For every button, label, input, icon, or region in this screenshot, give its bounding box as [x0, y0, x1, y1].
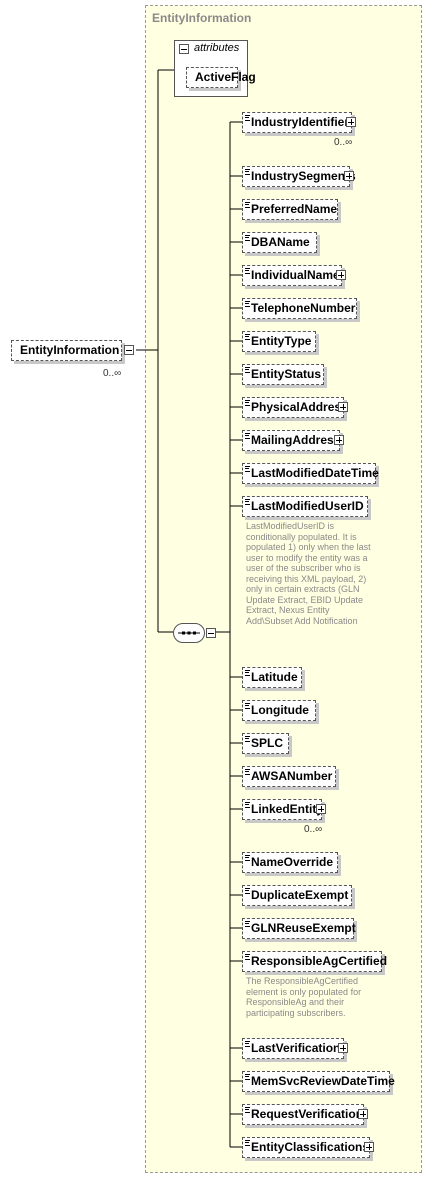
element-splc[interactable]: SPLC [242, 733, 289, 754]
element-label: RequestVerification [251, 1107, 364, 1121]
element-individualname[interactable]: IndividualName [242, 265, 342, 286]
element-responsibleagcertified[interactable]: ResponsibleAgCertified [242, 951, 387, 972]
attributes-title: attributes [194, 42, 240, 54]
element-entitytype[interactable]: EntityType [242, 331, 316, 352]
element-label: GLNReuseExempt [251, 921, 356, 935]
expand-icon[interactable] [358, 1109, 368, 1119]
element-marker-icon [245, 1140, 250, 1146]
collapse-icon[interactable] [206, 628, 216, 638]
element-marker-icon [245, 169, 250, 175]
element-marker-icon [245, 115, 250, 121]
expand-icon[interactable] [346, 117, 356, 127]
element-requestverification[interactable]: RequestVerification [242, 1104, 364, 1125]
element-duplicateexempt[interactable]: DuplicateExempt [242, 885, 352, 906]
element-label: EntityType [251, 334, 312, 348]
element-marker-icon [245, 499, 250, 505]
element-label: Latitude [251, 670, 298, 684]
element-marker-icon [245, 1074, 250, 1080]
element-label: LinkedEntity [251, 802, 324, 816]
element-label: PhysicalAddress [251, 400, 348, 414]
element-latitude[interactable]: Latitude [242, 667, 302, 688]
element-label: EntityStatus [251, 367, 322, 381]
element-lastmodifieddatetime[interactable]: LastModifiedDateTime [242, 463, 379, 484]
expand-icon[interactable] [334, 435, 344, 445]
expand-icon[interactable] [364, 1142, 374, 1152]
element-label: NameOverride [251, 855, 334, 869]
element-marker-icon [245, 268, 250, 274]
element-label: IndustrySegments [251, 169, 356, 183]
element-label: EntityClassifications [251, 1140, 370, 1154]
element-label: MailingAddress [251, 433, 341, 447]
element-label: PreferredName [251, 202, 338, 216]
element-marker-icon [245, 703, 250, 709]
element-glnreuseexempt[interactable]: GLNReuseExempt [242, 918, 356, 939]
element-linkedentity[interactable]: LinkedEntity [242, 799, 324, 820]
expand-icon[interactable] [336, 270, 346, 280]
element-telephonenumber[interactable]: TelephoneNumber [242, 298, 357, 319]
expand-icon[interactable] [338, 1043, 348, 1053]
element-longitude[interactable]: Longitude [242, 700, 316, 721]
element-marker-icon [245, 367, 250, 373]
element-label: DuplicateExempt [251, 888, 349, 902]
collapse-icon[interactable] [124, 345, 134, 355]
element-cardinality: 0..∞ [334, 137, 353, 148]
element-label: LastModifiedDateTime [251, 466, 379, 480]
element-industrysegments[interactable]: IndustrySegments [242, 166, 356, 187]
element-industryidentifier[interactable]: IndustryIdentifier [242, 112, 352, 133]
element-marker-icon [245, 301, 250, 307]
element-label: IndividualName [251, 268, 340, 282]
element-preferredname[interactable]: PreferredName [242, 199, 338, 220]
element-marker-icon [245, 802, 250, 808]
element-marker-icon [245, 400, 250, 406]
element-marker-icon [245, 670, 250, 676]
sequence-compositor-icon[interactable] [173, 623, 205, 643]
element-physicaladdress[interactable]: PhysicalAddress [242, 397, 348, 418]
element-dbaname[interactable]: DBAName [242, 232, 317, 253]
root-cardinality: 0..∞ [103, 368, 122, 379]
element-label: IndustryIdentifier [251, 115, 350, 129]
expand-icon[interactable] [338, 402, 348, 412]
element-marker-icon [245, 736, 250, 742]
element-marker-icon [245, 433, 250, 439]
element-nameoverride[interactable]: NameOverride [242, 852, 338, 873]
element-label: MemSvcReviewDateTime [251, 1074, 395, 1088]
collapse-icon[interactable] [179, 44, 189, 54]
element-lastmodifieduserid[interactable]: LastModifiedUserID [242, 496, 368, 517]
element-marker-icon [245, 921, 250, 927]
container-title: EntityInformation [152, 11, 252, 25]
element-marker-icon [245, 954, 250, 960]
expand-icon[interactable] [316, 804, 326, 814]
element-marker-icon [245, 855, 250, 861]
element-marker-icon [245, 769, 250, 775]
element-marker-icon [245, 1107, 250, 1113]
element-mailingaddress[interactable]: MailingAddress [242, 430, 340, 451]
expand-icon[interactable] [344, 171, 354, 181]
root-element[interactable]: EntityInformation [11, 340, 122, 361]
element-annotation: The ResponsibleAgCertified element is on… [246, 976, 362, 1018]
element-lastverification[interactable]: LastVerification [242, 1038, 344, 1059]
element-label: Longitude [251, 703, 309, 717]
attribute-activeflag[interactable]: ActiveFlag [186, 67, 256, 88]
element-label: ResponsibleAgCertified [251, 954, 388, 968]
element-label: LastModifiedUserID [251, 499, 364, 513]
element-label: DBAName [251, 235, 310, 249]
element-awsanumber[interactable]: AWSANumber [242, 766, 336, 787]
element-label: AWSANumber [251, 769, 333, 783]
element-marker-icon [245, 202, 250, 208]
element-memsvcreviewdatetime[interactable]: MemSvcReviewDateTime [242, 1071, 395, 1092]
element-cardinality: 0..∞ [304, 824, 323, 835]
element-annotation: LastModifiedUserID is conditionally popu… [246, 521, 371, 626]
element-entityclassifications[interactable]: EntityClassifications [242, 1137, 370, 1158]
element-label: SPLC [251, 736, 284, 750]
element-marker-icon [245, 334, 250, 340]
element-label: LastVerification [251, 1041, 341, 1055]
element-marker-icon [245, 235, 250, 241]
element-marker-icon [245, 1041, 250, 1047]
element-marker-icon [245, 888, 250, 894]
element-entitystatus[interactable]: EntityStatus [242, 364, 324, 385]
element-label: TelephoneNumber [251, 301, 356, 315]
element-marker-icon [245, 466, 250, 472]
